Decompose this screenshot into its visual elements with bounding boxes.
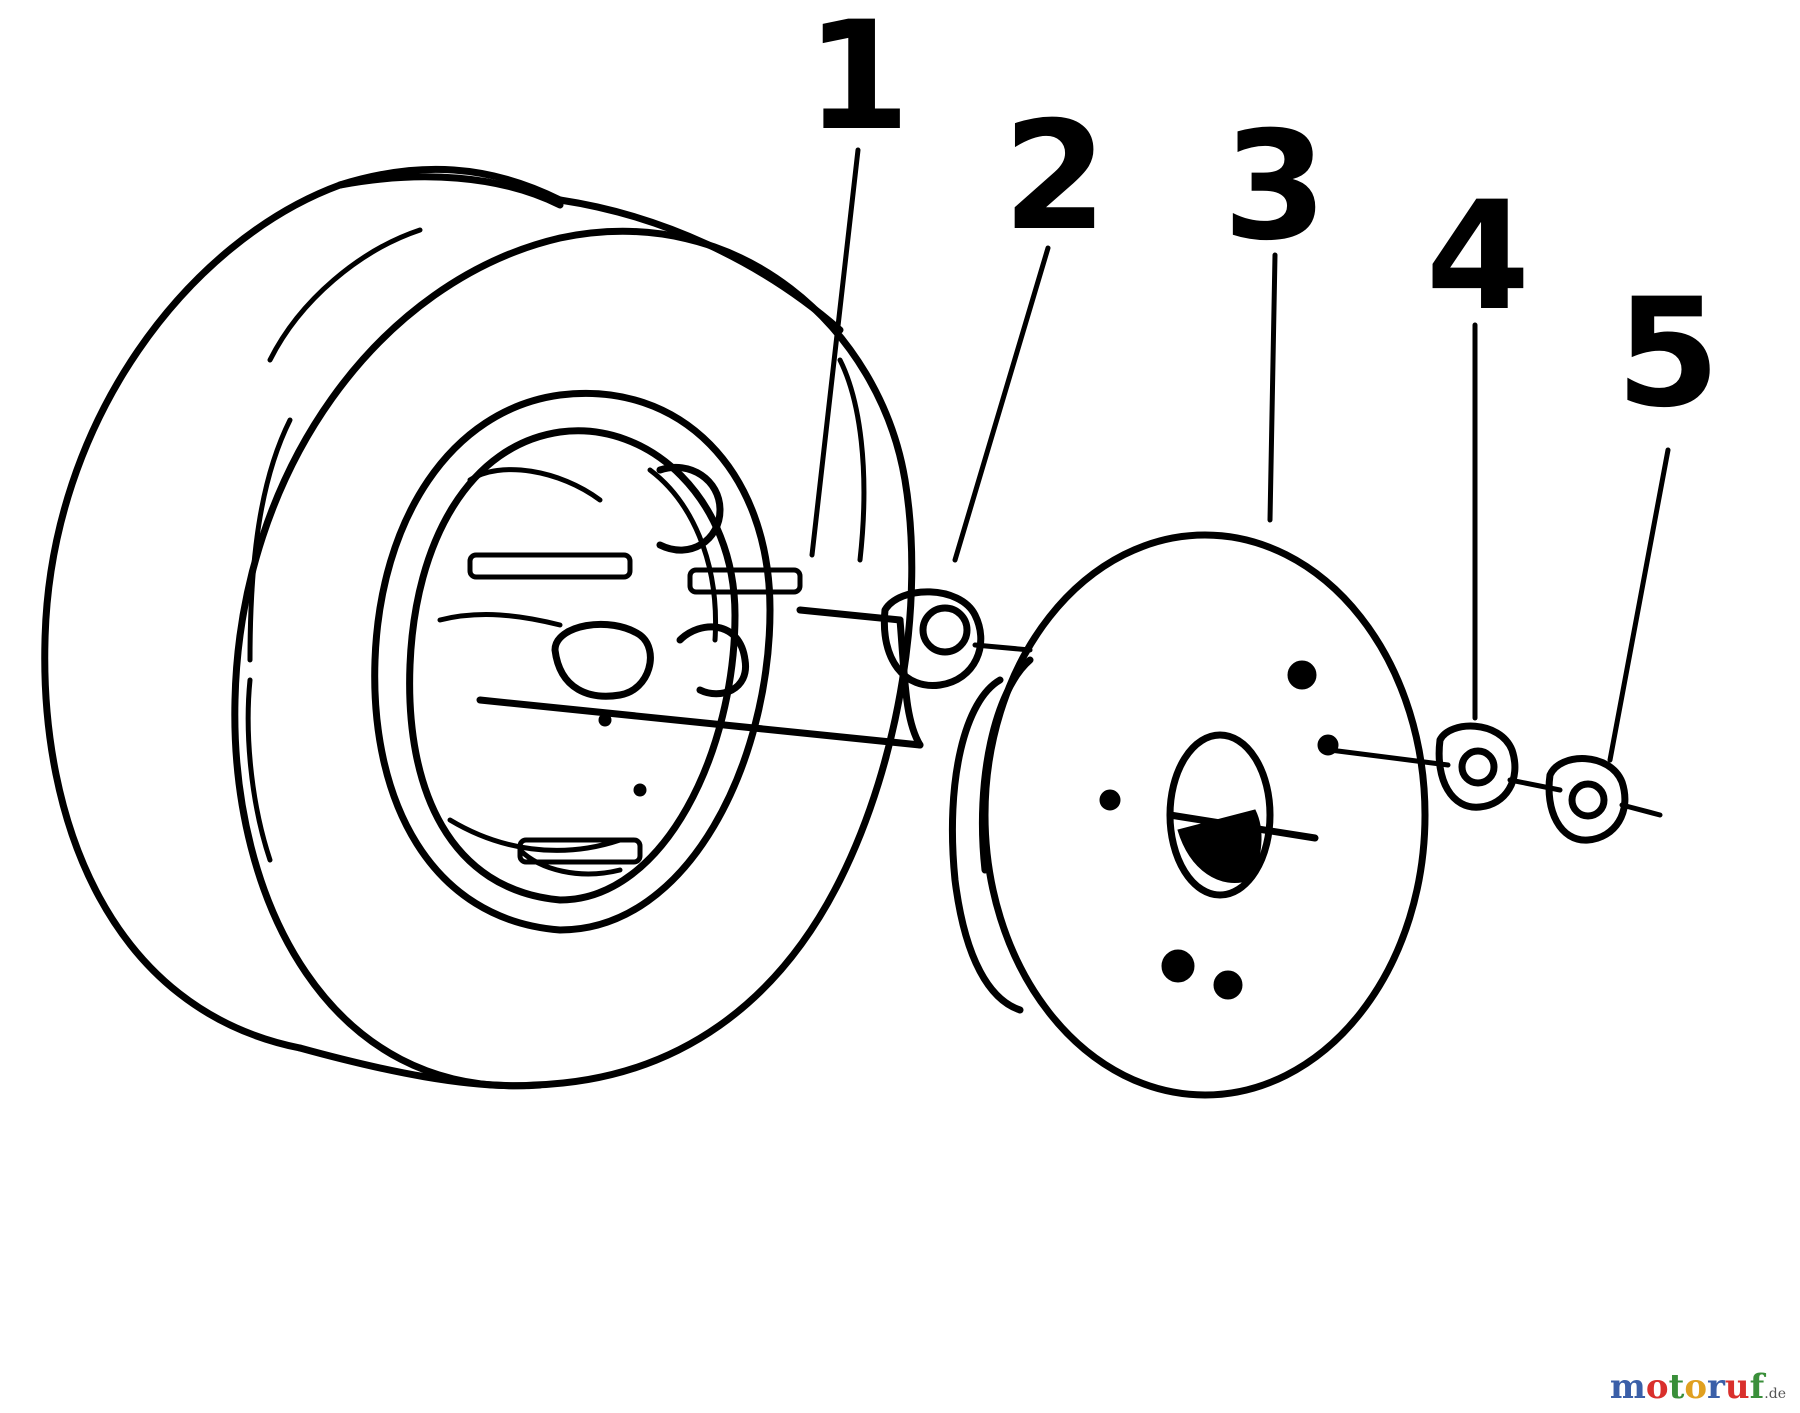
callout-2: 2 [1003, 90, 1107, 264]
part-4-nut [1327, 722, 1563, 811]
callout-5: 5 [1616, 267, 1720, 441]
callout-1: 1 [806, 0, 910, 164]
watermark-letter: m [1609, 1367, 1646, 1407]
watermark-letter: r [1707, 1367, 1725, 1407]
watermark-letter: f [1749, 1367, 1765, 1407]
leader-lines [809, 147, 1671, 763]
tire [41, 165, 916, 1090]
watermark-letter: o [1684, 1367, 1707, 1407]
callout-labels: 1 2 3 4 5 [806, 0, 1720, 441]
watermark-letters: motoruf [1610, 1367, 1764, 1407]
watermark-letter: u [1724, 1367, 1750, 1407]
watermark-suffix: .de [1764, 1386, 1786, 1402]
watermark-letter: o [1645, 1367, 1669, 1407]
brake-backing-plate [371, 390, 774, 934]
watermark-letter: t [1668, 1367, 1685, 1407]
part-5-cap-nut [1545, 755, 1663, 844]
motoruf-watermark-logo: motoruf.de [1610, 1367, 1786, 1407]
callout-4: 4 [1426, 170, 1530, 344]
callout-3: 3 [1223, 100, 1327, 274]
brake-shoe-assembly [467, 463, 803, 865]
part-2-axle-nut [880, 588, 1033, 690]
part-3-hub-disc [948, 531, 1429, 1099]
